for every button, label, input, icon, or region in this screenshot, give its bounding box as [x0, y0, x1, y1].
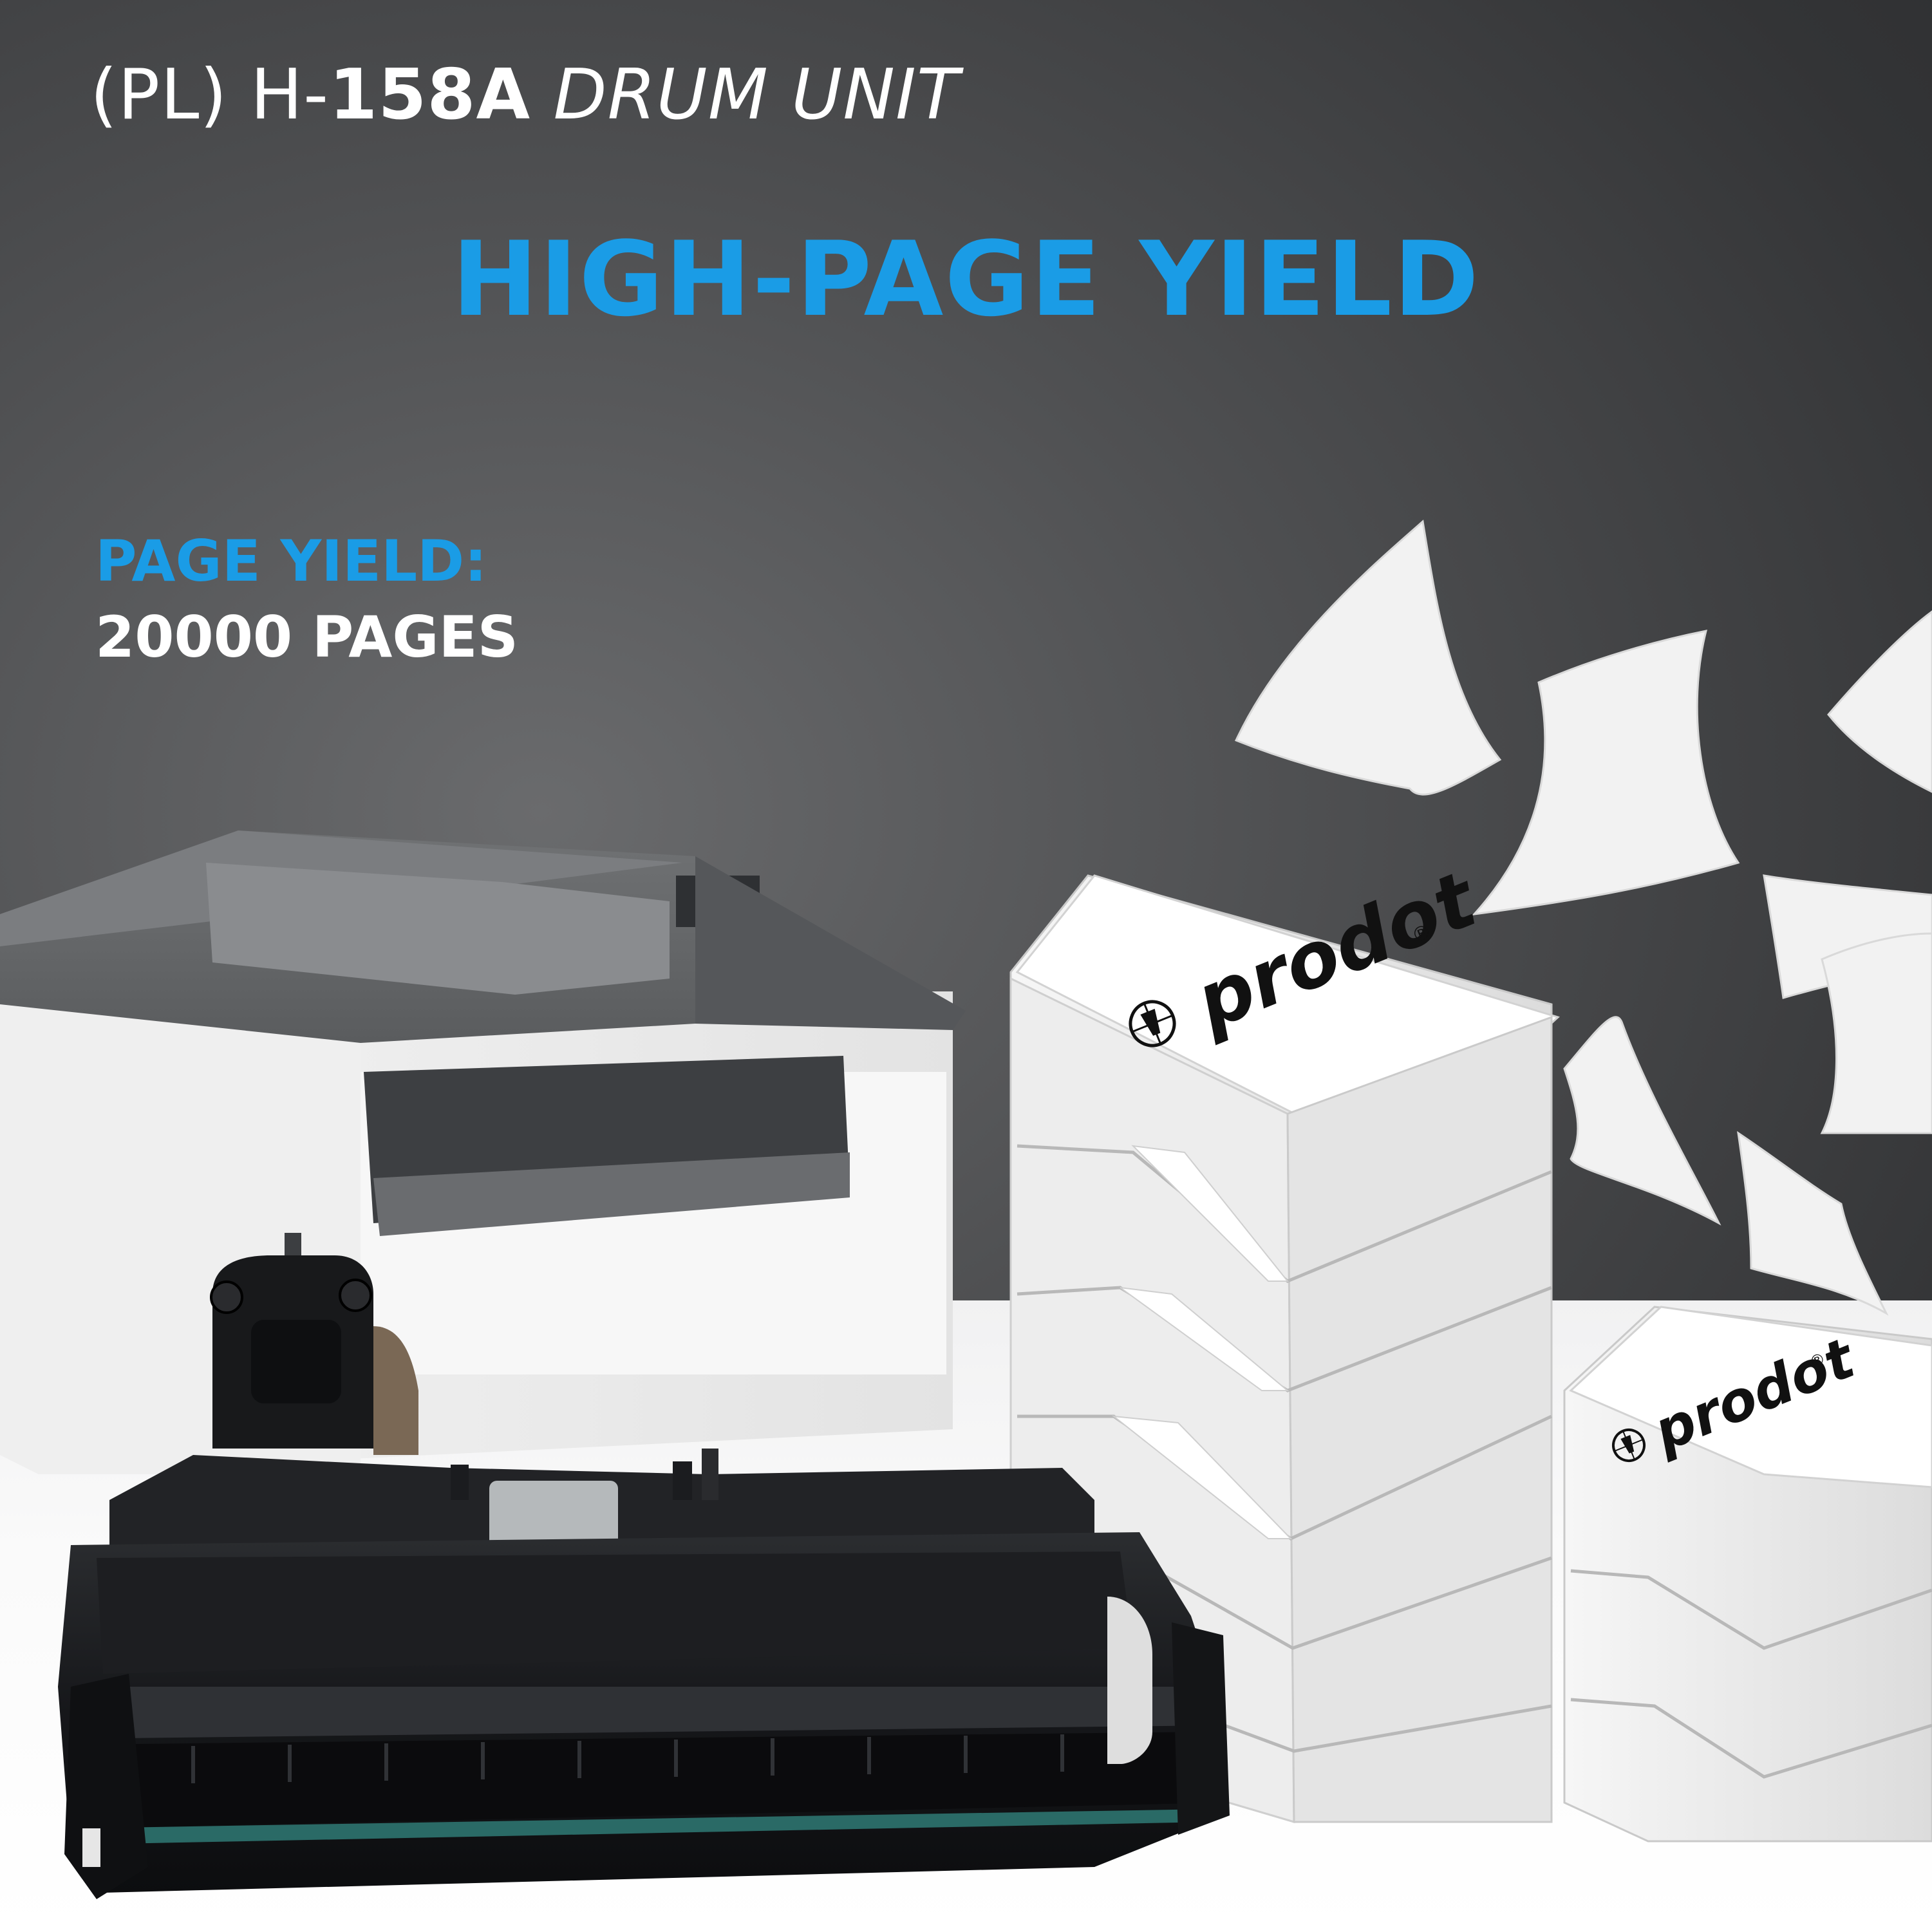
brand-logo-left [1129, 1000, 1176, 1047]
page-yield-value: 20000 PAGES [95, 604, 519, 670]
headline: HIGH-PAGE YIELD [451, 219, 1481, 339]
brand-logo-right [1612, 1429, 1646, 1462]
title-prefix: (PL) H- [90, 55, 330, 135]
paper-stack-right [1563, 1306, 1932, 1843]
page-yield-label: PAGE YIELD: [95, 528, 487, 594]
flying-paper-sheets [1234, 520, 1932, 1316]
laser-printer-image [0, 830, 966, 1474]
drum-unit-cartridge-image [58, 1255, 1230, 1899]
title-model: 158A [329, 55, 531, 135]
product-title: (PL) H-158A DRUM UNIT [90, 55, 960, 135]
title-product: DRUM UNIT [553, 55, 960, 135]
